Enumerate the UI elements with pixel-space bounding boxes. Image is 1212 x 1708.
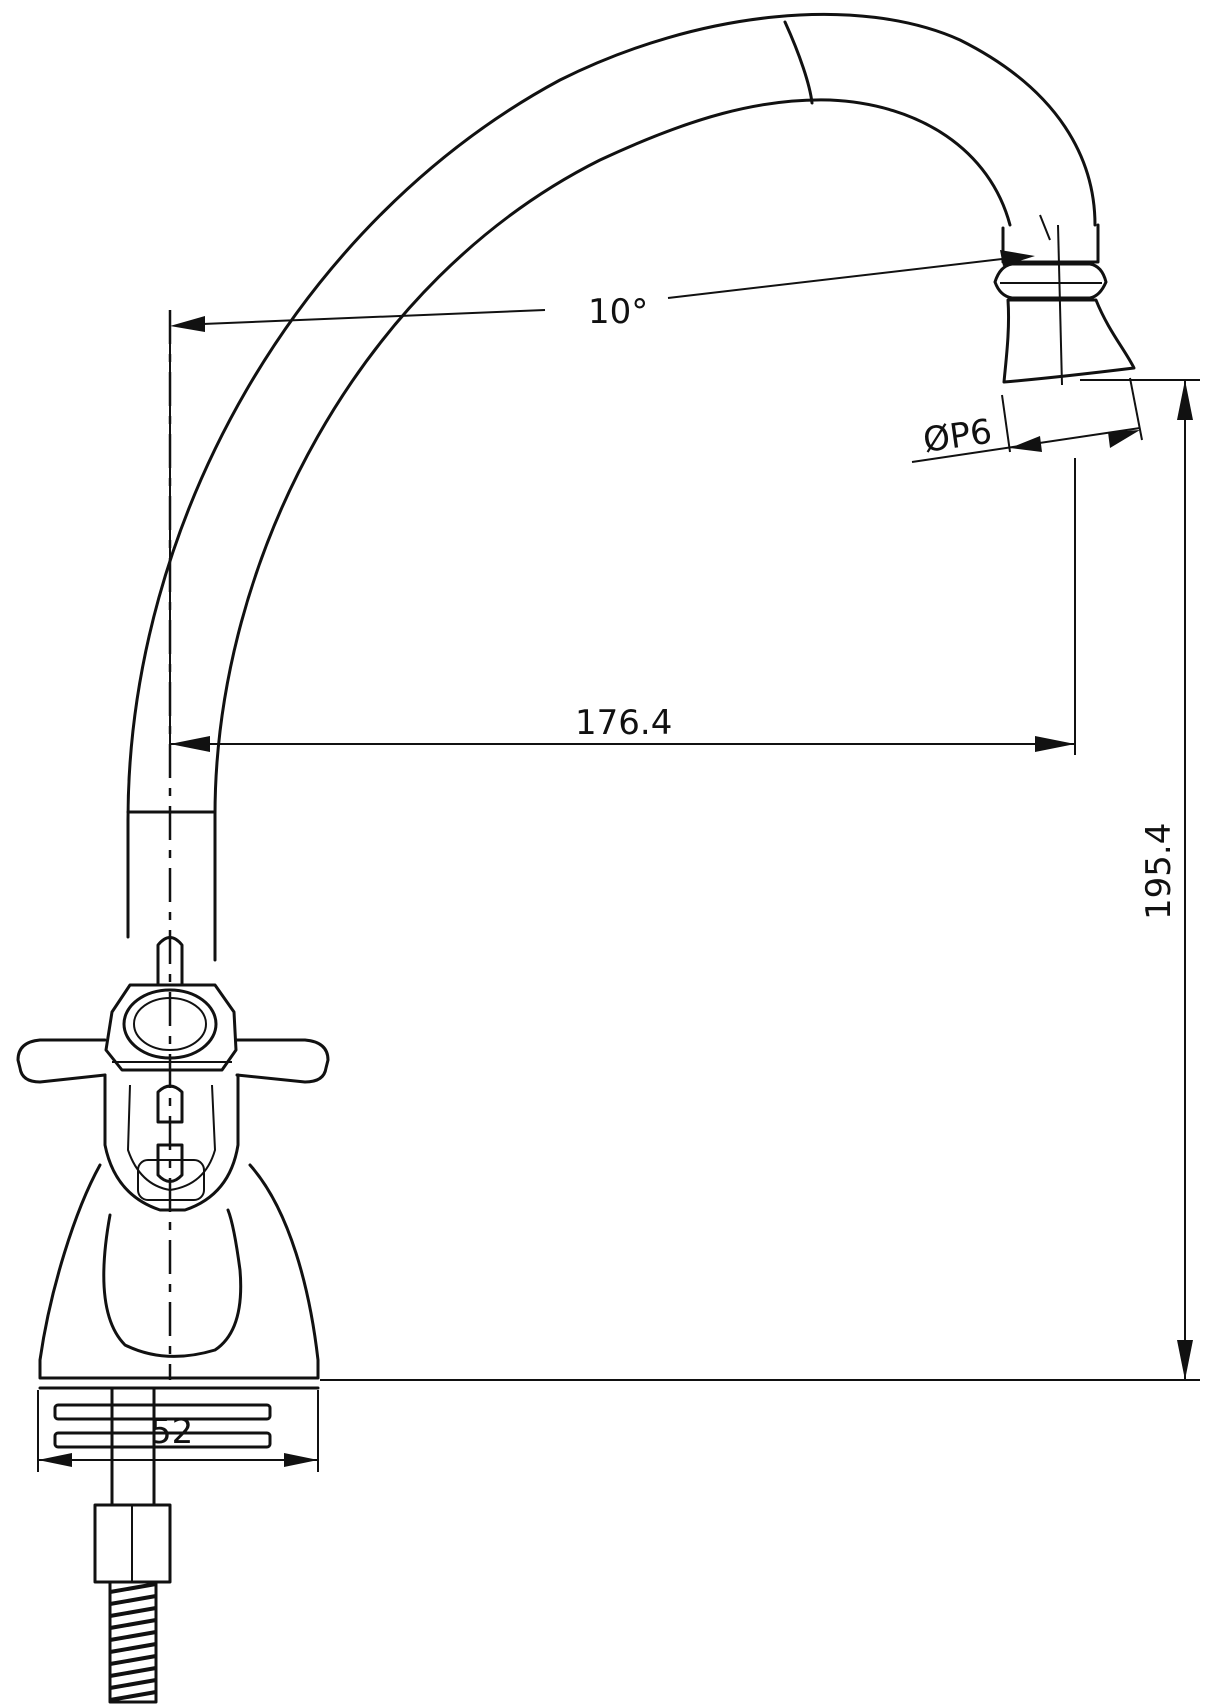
base-bell-inner [102, 1208, 243, 1358]
base-width-arrow-left [38, 1453, 72, 1467]
spout [126, 12, 1097, 962]
height-dimension: 195.4 [320, 379, 1200, 1381]
thread-pattern [109, 1582, 157, 1702]
height-arrow-top [1177, 380, 1193, 420]
valve-head [16, 936, 330, 1212]
aerator [993, 214, 1136, 386]
threaded-rod [108, 1580, 158, 1704]
spout-outer-contour [126, 12, 1097, 939]
handle-lever-right [235, 1038, 330, 1084]
angle-dim-line-right [667, 255, 1029, 299]
angle-dim-line-left [177, 309, 546, 326]
diameter-ext-left [1001, 394, 1011, 453]
valve-window [137, 1159, 205, 1201]
indicator-stub-top [156, 936, 184, 987]
base-width-label: 52 [150, 1412, 193, 1452]
hex-nut-bore [122, 988, 218, 1060]
angle-label: 10° [588, 292, 648, 332]
angle-dimension: 10° [170, 250, 1035, 332]
spout-inner-contour [213, 98, 1012, 962]
reach-arrow-right [1035, 736, 1075, 752]
aerator-body [1002, 298, 1136, 384]
mounting-plate-bottom [53, 1431, 272, 1449]
diameter-arrow-right [1108, 430, 1140, 448]
indicator-stub-lower [156, 1143, 184, 1183]
mounting-section: 52 [37, 1390, 319, 1472]
angle-arrow-right [1000, 250, 1035, 266]
diameter-ext-right [1129, 377, 1143, 441]
valve-cartridge [103, 1073, 240, 1212]
aerator-center-line [1057, 224, 1063, 386]
hex-nut [104, 983, 238, 1072]
base-bell-outer [38, 1163, 320, 1380]
shank-neck [110, 1386, 156, 1507]
faucet-base [38, 1163, 320, 1390]
mounting-plate-top [53, 1403, 272, 1421]
reach-arrow-left [170, 736, 210, 752]
reach-dimension: 176.4 [170, 458, 1076, 755]
height-arrow-bottom [1177, 1340, 1193, 1380]
reach-label: 176.4 [575, 703, 672, 743]
aerator-neck [1001, 223, 1100, 264]
hex-nut-bore-inner [133, 997, 207, 1051]
angle-arrow-left [170, 316, 205, 332]
shank [93, 1386, 172, 1704]
handle-lever-left [16, 1038, 107, 1084]
spout-band-line [783, 20, 814, 105]
aerator-centerline-spout [1039, 214, 1051, 241]
base-width-arrow-right [284, 1453, 318, 1467]
diameter-arrow-left [1010, 436, 1042, 452]
valve-cartridge-inner [126, 1084, 217, 1192]
diameter-label: ØP6 [921, 412, 995, 461]
height-label: 195.4 [1139, 823, 1179, 920]
aerator-ring [993, 262, 1108, 300]
diameter-dimension: ØP6 [911, 377, 1143, 463]
indicator-stub-mid [156, 1084, 184, 1124]
